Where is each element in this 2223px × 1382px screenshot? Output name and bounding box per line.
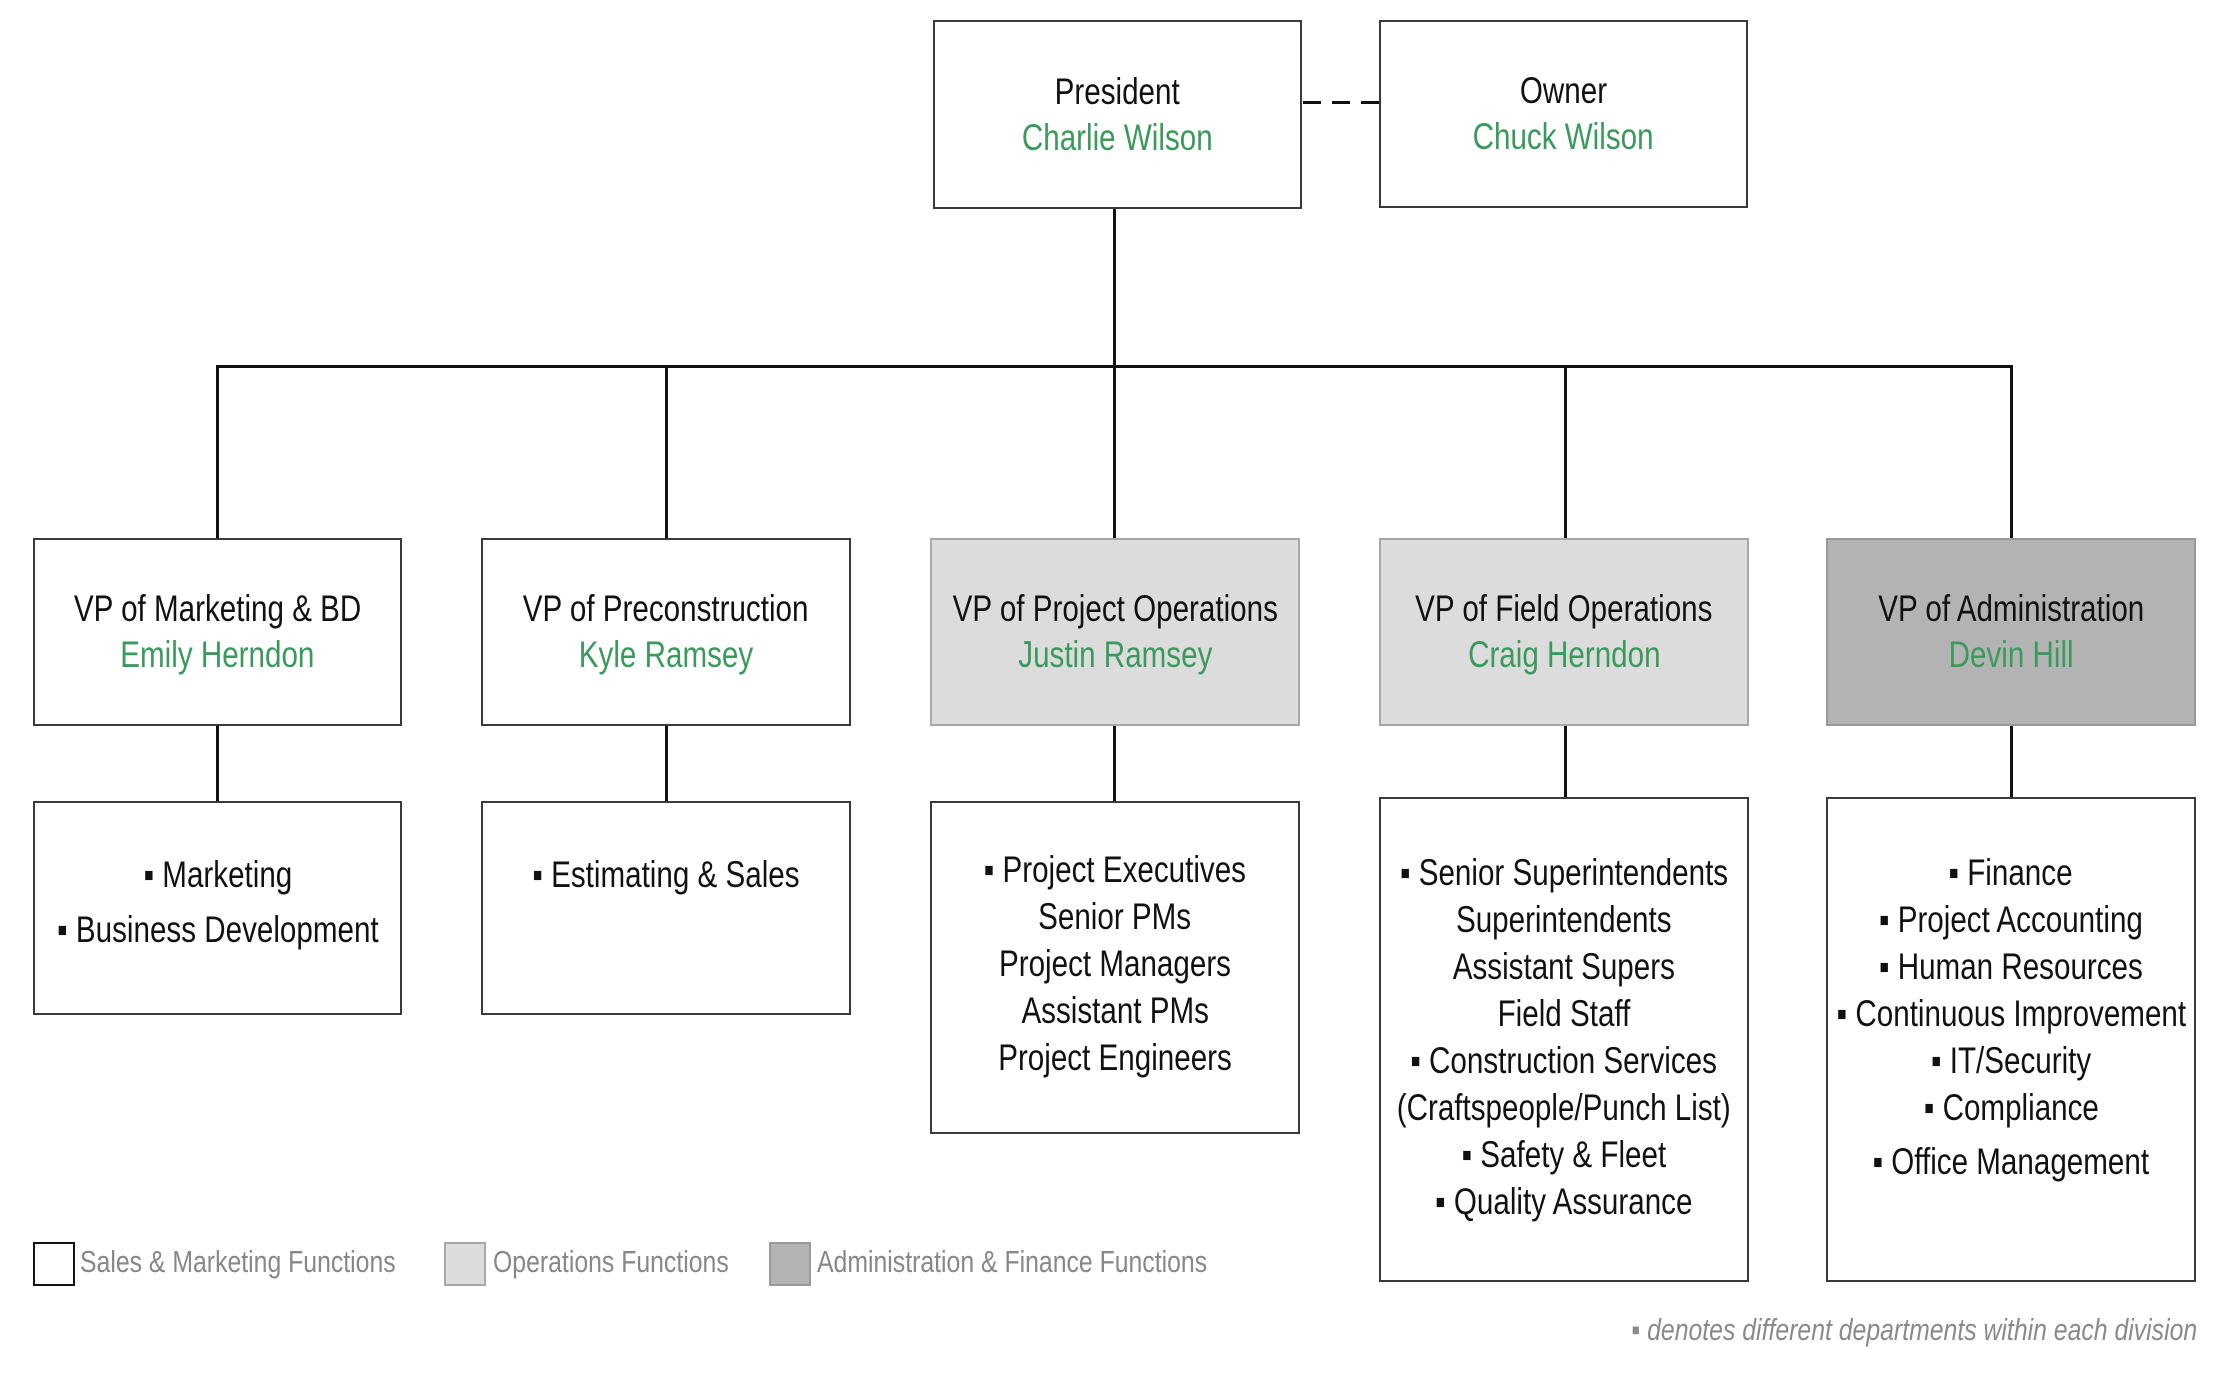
department-item: Field Staff [1497, 993, 1631, 1034]
department-item: ▪ Finance [1948, 852, 2074, 893]
president-down-connector [1113, 208, 1116, 367]
department-item: ▪ Safety & Fleet [1461, 1134, 1667, 1175]
legend-label-administration: Administration & Finance Functions [817, 1244, 1208, 1279]
department-item: ▪ Construction Services [1410, 1040, 1718, 1081]
president-title: President [1054, 70, 1181, 112]
vp-title: VP of Marketing & BD [73, 588, 362, 629]
dotted-line-connector [1361, 101, 1379, 104]
owner-box: Owner Chuck Wilson [1379, 20, 1748, 208]
legend-swatch-administration [769, 1242, 811, 1286]
vp-administration-box: VP of Administration Devin Hill [1826, 538, 2196, 726]
vp-drop-connector [1564, 366, 1567, 539]
dotted-line-connector [1303, 101, 1321, 104]
department-item: Assistant PMs [1021, 990, 1209, 1031]
department-item: ▪ Estimating & Sales [532, 854, 800, 895]
marketing-departments-box: ▪ Marketing ▪ Business Development [33, 801, 402, 1015]
field-operations-departments-box: ▪ Senior Superintendents Superintendents… [1379, 797, 1749, 1282]
legend-swatch-operations [444, 1242, 486, 1286]
vp-drop-connector [216, 366, 219, 539]
legend-label-operations: Operations Functions [493, 1244, 729, 1279]
vp-project-operations-box: VP of Project Operations Justin Ramsey [930, 538, 1300, 726]
vp-field-operations-box: VP of Field Operations Craig Herndon [1379, 538, 1749, 726]
footnote: ▪ denotes different departments within e… [1631, 1312, 2197, 1347]
department-item: ▪ Senior Superintendents [1399, 852, 1729, 893]
president-box: President Charlie Wilson [933, 20, 1302, 209]
department-item: ▪ Business Development [56, 909, 379, 950]
department-item: ▪ Quality Assurance [1435, 1181, 1693, 1222]
department-item: ▪ IT/Security [1930, 1040, 2092, 1081]
vp-drop-connector [665, 366, 668, 539]
preconstruction-departments-box: ▪ Estimating & Sales [481, 801, 851, 1015]
vp-drop-connector [2010, 366, 2013, 539]
department-item: ▪ Human Resources [1879, 946, 2143, 987]
vp-title: VP of Preconstruction [523, 588, 809, 629]
vp-title: VP of Project Operations [952, 588, 1278, 629]
president-name: Charlie Wilson [1022, 116, 1213, 158]
department-item: Superintendents [1456, 899, 1672, 940]
dept-connector [1564, 725, 1567, 798]
vp-name: Devin Hill [1948, 634, 2074, 675]
department-item: ▪ Office Management [1872, 1141, 2150, 1182]
vp-name: Kyle Ramsey [578, 634, 754, 675]
dept-connector [665, 725, 668, 802]
owner-name: Chuck Wilson [1473, 116, 1654, 157]
vp-title: VP of Administration [1878, 588, 2144, 629]
dept-connector [1113, 725, 1116, 802]
department-item: ▪ Project Accounting [1879, 899, 2143, 940]
department-item: ▪ Project Executives [983, 849, 1247, 890]
dept-connector [2010, 725, 2013, 798]
owner-title: Owner [1519, 70, 1608, 111]
dept-connector [216, 725, 219, 802]
department-item: ▪ Compliance [1923, 1087, 2099, 1128]
department-item: ▪ Marketing [143, 854, 292, 895]
department-item: (Craftspeople/Punch List) [1397, 1087, 1732, 1128]
department-item: Assistant Supers [1452, 946, 1676, 987]
project-operations-departments-box: ▪ Project Executives Senior PMs Project … [930, 801, 1300, 1134]
vp-title: VP of Field Operations [1415, 588, 1713, 629]
administration-departments-box: ▪ Finance ▪ Project Accounting ▪ Human R… [1826, 797, 2196, 1282]
vp-drop-connector [1113, 366, 1116, 539]
vp-name: Craig Herndon [1467, 634, 1661, 675]
department-item: Senior PMs [1038, 896, 1192, 937]
vp-marketing-box: VP of Marketing & BD Emily Herndon [33, 538, 402, 726]
legend-swatch-sales [33, 1242, 75, 1286]
dotted-line-connector [1332, 101, 1350, 104]
department-item: Project Engineers [998, 1037, 1232, 1078]
vp-name: Emily Herndon [120, 634, 315, 675]
department-item: Project Managers [999, 943, 1231, 984]
department-item: ▪ Continuous Improvement [1836, 993, 2186, 1034]
legend-label-sales: Sales & Marketing Functions [80, 1244, 396, 1279]
vp-name: Justin Ramsey [1017, 634, 1213, 675]
vp-preconstruction-box: VP of Preconstruction Kyle Ramsey [481, 538, 851, 726]
